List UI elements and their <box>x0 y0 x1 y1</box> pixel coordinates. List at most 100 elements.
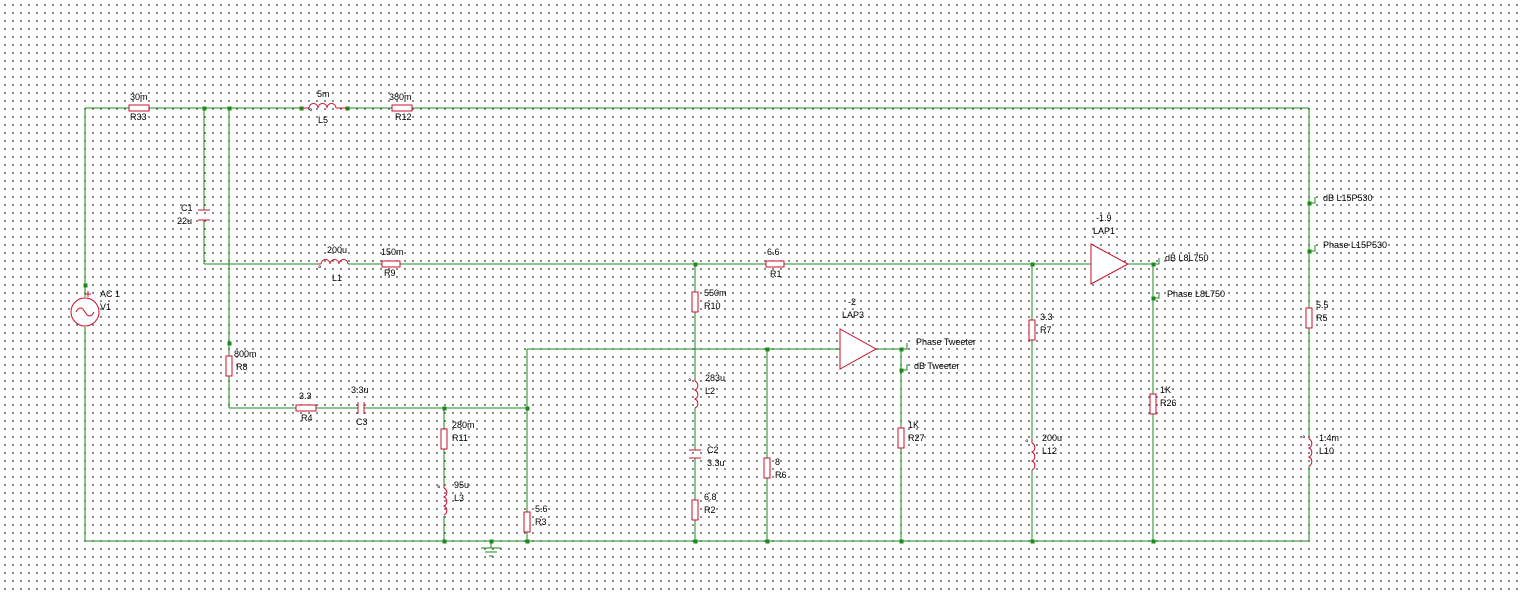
svg-text:°: ° <box>688 377 692 387</box>
r26-ref: R26 <box>1160 398 1177 408</box>
c1-value: 22u <box>177 216 192 226</box>
svg-text:°: ° <box>309 107 313 117</box>
l2-value: 283u <box>705 373 725 383</box>
resistor-r9[interactable]: 150m R9 <box>381 247 404 278</box>
svg-text:°: ° <box>437 484 441 494</box>
c1-ref: C1 <box>181 203 193 213</box>
l1-value: 200u <box>327 245 347 255</box>
c3-value: 3.3u <box>351 385 369 395</box>
r7-ref: R7 <box>1040 325 1052 335</box>
probe-phase-tweeter[interactable]: Phase Tweeter <box>901 337 976 350</box>
r3-value: 5.6 <box>535 504 548 514</box>
r26-value: 1K <box>1160 385 1171 395</box>
r6-ref: R6 <box>775 470 787 480</box>
resistor-r2[interactable]: 6.8 R2 <box>691 492 717 521</box>
r7-value: 3.3 <box>1040 312 1053 322</box>
r10-value: 550m <box>704 288 727 298</box>
resistor-r7[interactable]: 3.3 R7 <box>1028 312 1053 341</box>
resistor-r33[interactable]: 30m R33 <box>128 92 150 122</box>
r12-ref: R12 <box>395 112 412 122</box>
junctions <box>83 106 1312 544</box>
r6-value: 8 <box>775 457 780 467</box>
resistor-r27[interactable]: 1K R27 <box>897 420 925 449</box>
r2-value: 6.8 <box>704 492 717 502</box>
r5-ref: R5 <box>1316 313 1328 323</box>
v1-ref: V1 <box>100 302 111 312</box>
resistor-r1[interactable]: 6.6 R1 <box>765 247 785 279</box>
inductor-l3[interactable]: ° 95u L3 <box>437 480 469 516</box>
svg-text:°: ° <box>1302 434 1306 444</box>
svg-text:Phase L15P530: Phase L15P530 <box>1323 240 1387 250</box>
r1-value: 6.6 <box>767 247 780 257</box>
c2-ref: C2 <box>707 445 719 455</box>
l12-ref: L12 <box>1042 446 1057 456</box>
r5-value: 5.5 <box>1316 300 1329 310</box>
amplifier-lap1[interactable]: -1.9 LAP1 <box>1090 213 1130 285</box>
c2-value: 3.3u <box>707 458 725 468</box>
lap3-value: -2 <box>848 297 856 307</box>
svg-text:°: ° <box>1025 438 1029 448</box>
l2-ref: L2 <box>705 386 715 396</box>
inductor-l5[interactable]: ° 5m L5 <box>302 89 348 125</box>
l10-ref: L10 <box>1319 446 1334 456</box>
resistor-r12[interactable]: 380m R12 <box>389 92 413 122</box>
l1-ref: L1 <box>332 273 342 283</box>
amplifier-lap3[interactable]: -2 LAP3 <box>839 297 878 370</box>
r33-value: 30m <box>130 92 148 102</box>
capacitor-c1[interactable]: C1 22u <box>177 203 210 226</box>
l3-value: 95u <box>454 480 469 490</box>
r2-ref: R2 <box>704 505 716 515</box>
capacitor-c3[interactable]: 3.3u C3 <box>351 385 369 427</box>
r11-ref: R11 <box>452 433 468 443</box>
ac-source-v1[interactable]: AC 1 V1 <box>70 289 120 327</box>
lap3-ref: LAP3 <box>842 310 864 320</box>
v1-value: AC 1 <box>100 289 120 299</box>
r3-ref: R3 <box>535 517 547 527</box>
r8-value: 800m <box>234 349 257 359</box>
resistor-r11[interactable]: 280m R11 <box>440 420 475 450</box>
c3-ref: C3 <box>356 417 368 427</box>
inductor-l10[interactable]: ° 1.4m L10 <box>1302 433 1339 467</box>
probe-db-tweeter[interactable]: dB Tweeter <box>901 361 959 371</box>
probe-db-l8l750[interactable]: dB L8L750 <box>1153 253 1209 265</box>
resistor-r6[interactable]: 8 R6 <box>763 457 787 480</box>
inductor-l1[interactable]: ° 200u L1 <box>318 245 349 283</box>
r11-value: 280m <box>452 420 475 430</box>
r27-value: 1K <box>908 420 919 430</box>
wires <box>84 107 1310 548</box>
r27-ref: R27 <box>908 433 925 443</box>
ground-icon[interactable] <box>481 547 501 557</box>
l5-ref: L5 <box>318 115 328 125</box>
lap1-ref: LAP1 <box>1093 226 1115 236</box>
inductor-l12[interactable]: ° 200u L12 <box>1025 433 1062 471</box>
probe-db-l15p530[interactable]: dB L15P530 <box>1309 193 1373 204</box>
resistor-r5[interactable]: 5.5 R5 <box>1305 300 1329 329</box>
svg-text:Phase Tweeter: Phase Tweeter <box>916 337 976 347</box>
resistor-r10[interactable]: 550m R10 <box>691 288 727 313</box>
resistor-r4[interactable]: 3.3 R4 <box>295 391 317 423</box>
l3-ref: L3 <box>454 493 464 503</box>
r4-value: 3.3 <box>299 391 312 401</box>
l5-value: 5m <box>317 89 330 99</box>
svg-text:Phase L8L750: Phase L8L750 <box>1167 289 1225 299</box>
r9-ref: R9 <box>384 268 396 278</box>
capacitor-c2[interactable]: C2 3.3u <box>689 445 725 468</box>
probe-phase-l8l750[interactable]: Phase L8L750 <box>1153 289 1225 299</box>
r1-ref: R1 <box>770 269 782 279</box>
r10-ref: R10 <box>704 301 721 311</box>
r9-value: 150m <box>381 247 404 257</box>
lap1-value: -1.9 <box>1096 213 1112 223</box>
resistor-r3[interactable]: 5.6 R3 <box>523 504 548 533</box>
r33-ref: R33 <box>130 112 147 122</box>
svg-text:dB L8L750: dB L8L750 <box>1165 253 1209 263</box>
svg-text:°: ° <box>318 264 322 274</box>
l12-value: 200u <box>1042 433 1062 443</box>
inductor-l2[interactable]: ° 283u L2 <box>688 373 725 409</box>
r12-value: 380m <box>389 92 412 102</box>
resistor-r26[interactable]: 1K R26 <box>1149 385 1177 415</box>
resistor-r8[interactable]: 800m R8 <box>225 349 257 377</box>
probe-phase-l15p530[interactable]: Phase L15P530 <box>1309 240 1387 252</box>
r4-ref: R4 <box>301 413 313 423</box>
